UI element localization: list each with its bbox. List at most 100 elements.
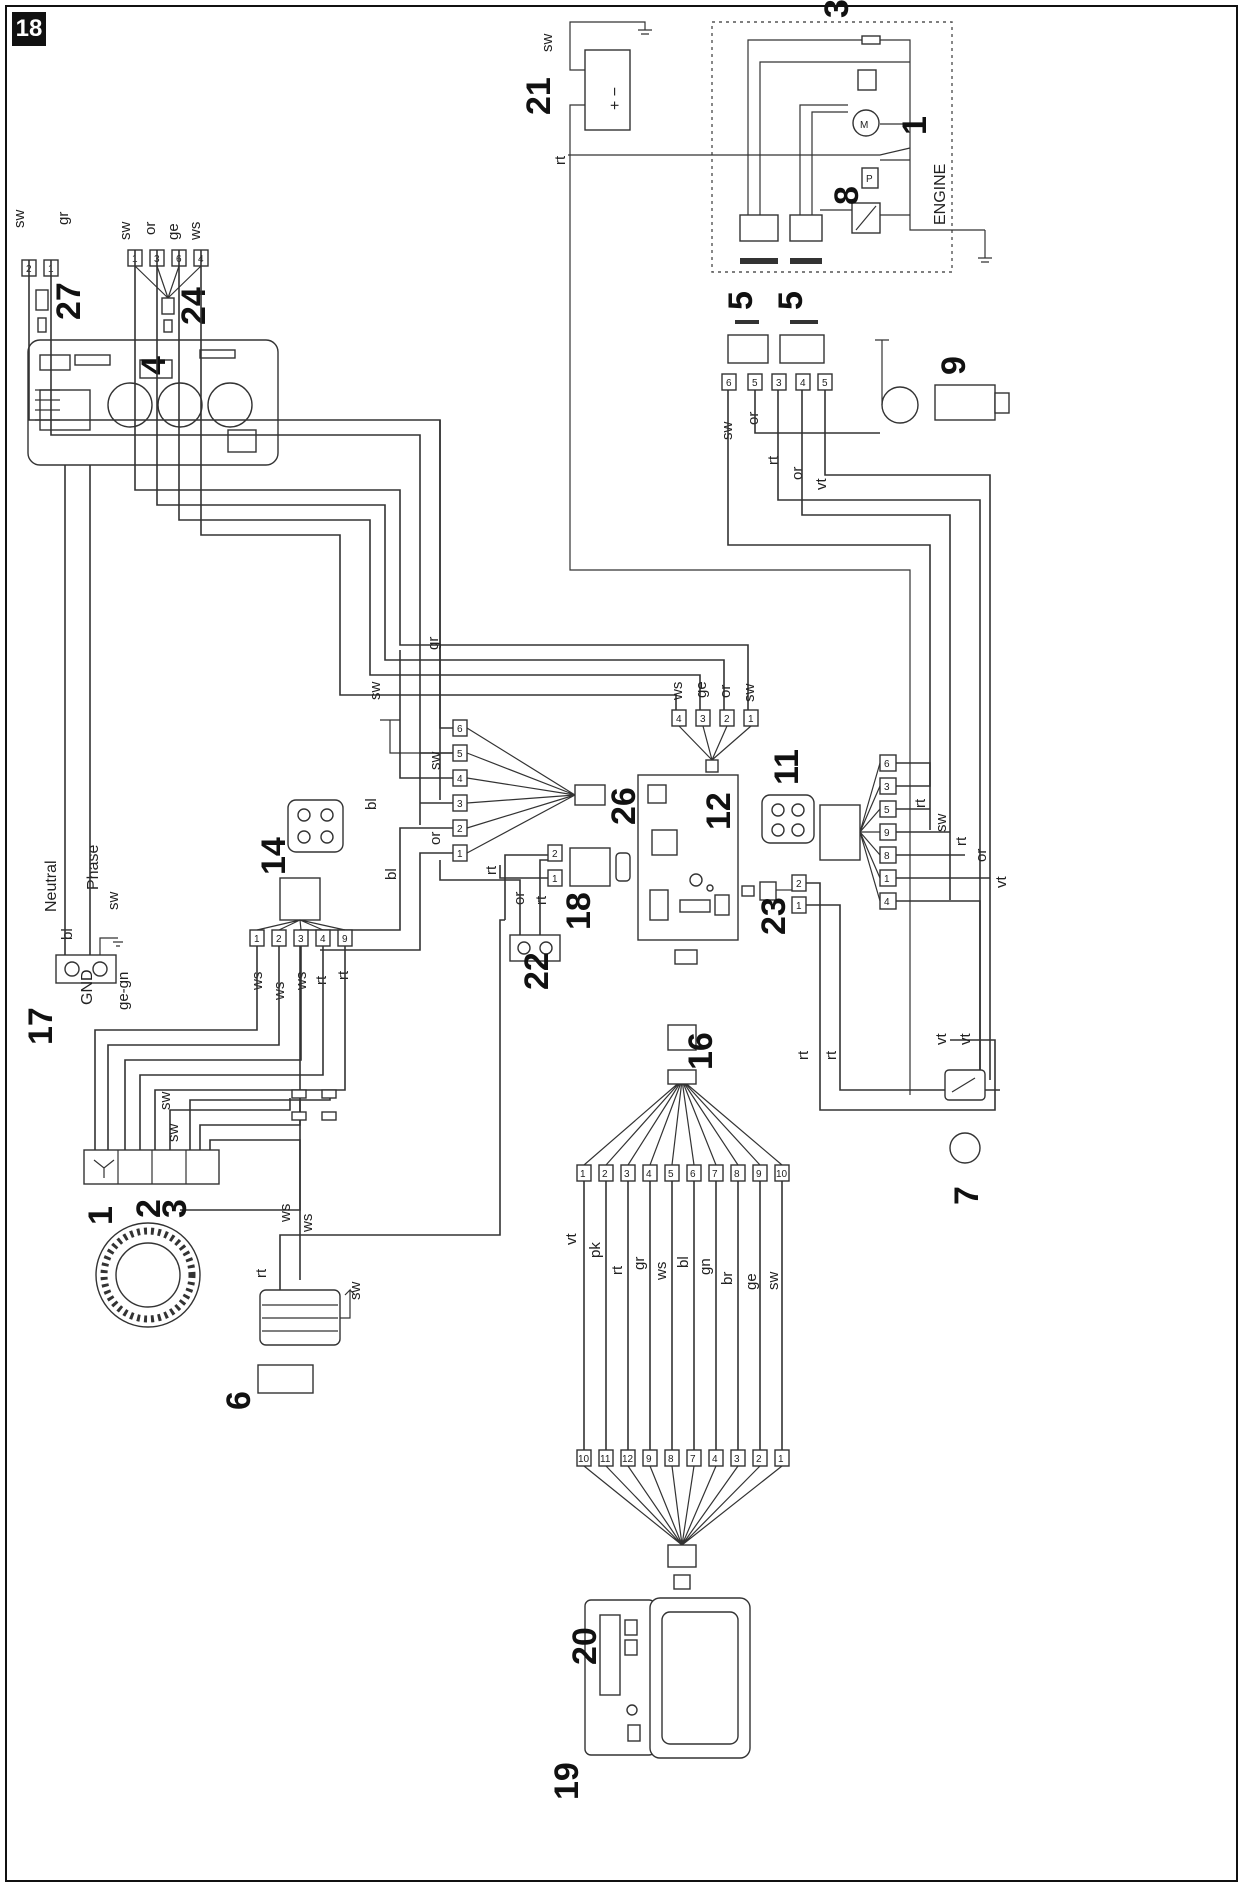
component-5-left: 5 xyxy=(722,291,760,310)
wire-sw-harness: sw xyxy=(765,1272,782,1291)
svg-text:3: 3 xyxy=(884,782,890,793)
board-12-plug xyxy=(674,949,698,965)
wire-vt-harness: vt xyxy=(563,1233,580,1246)
connector-16-pins: 1 2 3 4 5 6 7 8 9 10 xyxy=(576,1164,790,1182)
svg-text:6: 6 xyxy=(690,1169,696,1180)
component-27: 27 xyxy=(50,282,88,320)
svg-text:12: 12 xyxy=(622,1454,634,1465)
phase-label: Phase xyxy=(85,845,102,890)
component-1-engine: 1 xyxy=(896,116,934,135)
wire-rt-c23a: rt xyxy=(795,1050,812,1060)
connector-5-right xyxy=(779,334,825,364)
wire-rt-c11a: rt xyxy=(912,798,929,808)
svg-text:5: 5 xyxy=(752,378,758,389)
component-17: 17 xyxy=(22,1007,60,1045)
svg-text:1: 1 xyxy=(748,714,754,725)
component-14: 14 xyxy=(255,837,293,875)
svg-text:9: 9 xyxy=(342,934,348,945)
connector-5-left-bar xyxy=(735,320,759,324)
wire-ge-c24: ge xyxy=(165,223,182,240)
starter-motor-symbol xyxy=(852,109,880,137)
svg-text:2: 2 xyxy=(276,934,282,945)
svg-text:3: 3 xyxy=(457,799,463,810)
svg-text:8: 8 xyxy=(884,851,890,862)
stator-inner xyxy=(115,1242,181,1308)
wire-ge-gn-c17: ge-gn xyxy=(115,972,132,1010)
svg-text:5: 5 xyxy=(884,805,890,816)
component-11-plug xyxy=(819,804,861,861)
component-21: 21 xyxy=(520,77,558,115)
wires-c24-c27-harness xyxy=(28,250,749,825)
engine-connector-a xyxy=(739,214,779,242)
wire-or-c25: or xyxy=(717,685,734,698)
wire-ws-c24: ws xyxy=(187,222,204,241)
connector-26-body xyxy=(574,784,606,806)
component-26: 26 xyxy=(605,787,643,825)
connector-14-pins: 1 2 3 4 9 xyxy=(249,929,353,947)
component-12: 12 xyxy=(700,792,738,830)
connector-23-body xyxy=(759,881,777,901)
pressure-label: P xyxy=(866,174,873,185)
wire-rt-c11b: rt xyxy=(953,836,970,846)
svg-text:7: 7 xyxy=(690,1454,696,1465)
component-1-stator: 1 xyxy=(82,1206,120,1225)
engine-connector-b xyxy=(789,214,823,242)
wire-vt-c11b: vt xyxy=(933,1033,950,1046)
wire-gr-c26: gr xyxy=(425,637,442,650)
component-9-part xyxy=(934,384,996,421)
connector-5-right-bar xyxy=(790,320,818,324)
connector-18-body xyxy=(569,847,611,887)
component-9-symbol xyxy=(881,386,919,424)
wire-sw-c17: sw xyxy=(105,892,122,911)
svg-text:2: 2 xyxy=(796,879,802,890)
connector-24-pins: 1 3 6 4 xyxy=(127,249,209,267)
component-3-top: 3 xyxy=(818,0,856,18)
wire-sw-battery: sw xyxy=(539,34,556,53)
svg-text:8: 8 xyxy=(734,1169,740,1180)
wire-sw-reg: sw xyxy=(347,1282,364,1301)
wire-bl-c26b: bl xyxy=(383,868,400,880)
component-14-connector xyxy=(287,799,344,853)
wire-ws-stator-b: ws xyxy=(299,1214,316,1233)
svg-text:6: 6 xyxy=(726,378,732,389)
wire-pk-harness: pk xyxy=(587,1242,604,1258)
engine-label: ENGINE xyxy=(932,164,949,225)
connector-20-pins: 10 11 12 9 8 7 4 3 2 1 xyxy=(576,1449,790,1467)
svg-text:6: 6 xyxy=(884,759,890,770)
svg-text:3: 3 xyxy=(700,714,706,725)
component-4: 4 xyxy=(135,356,173,375)
svg-text:2: 2 xyxy=(756,1454,762,1465)
svg-text:10: 10 xyxy=(776,1169,788,1180)
connector-27-pins: 2 1 xyxy=(21,259,59,277)
wire-or-c24: or xyxy=(142,222,159,235)
component-24: 24 xyxy=(175,287,213,325)
svg-text:1: 1 xyxy=(778,1454,784,1465)
wire-gn-harness: gn xyxy=(697,1258,714,1275)
component-3: 3 xyxy=(156,1199,194,1218)
glow-relay-symbol xyxy=(857,69,877,91)
component-22: 22 xyxy=(518,952,556,990)
svg-text:2: 2 xyxy=(724,714,730,725)
connector-5-left xyxy=(727,334,769,364)
svg-text:9: 9 xyxy=(884,828,890,839)
svg-text:1: 1 xyxy=(796,901,802,912)
wire-rt-stator: rt xyxy=(253,1268,270,1278)
fuse-symbol xyxy=(861,35,881,45)
wire-or-c5b: or xyxy=(789,467,806,480)
stator-wiring xyxy=(94,946,346,1280)
svg-text:4: 4 xyxy=(457,774,463,785)
gnd-label: GND xyxy=(79,969,96,1005)
svg-text:1: 1 xyxy=(552,874,558,885)
wire-rt-c23b: rt xyxy=(823,1050,840,1060)
wire-or-c5: or xyxy=(745,412,762,425)
wire-bl-c17: bl xyxy=(59,928,76,940)
svg-text:6: 6 xyxy=(457,724,463,735)
component-2: 2 xyxy=(130,1199,168,1218)
component-7: 7 xyxy=(948,1186,986,1205)
connector-25-body xyxy=(705,759,719,773)
connector-16-plug xyxy=(667,1024,697,1051)
svg-text:3: 3 xyxy=(734,1454,740,1465)
wire-ge-c25: ge xyxy=(693,681,710,698)
battery-terminals-label: + − xyxy=(607,87,624,110)
wire-sw-c27: sw xyxy=(11,210,28,229)
